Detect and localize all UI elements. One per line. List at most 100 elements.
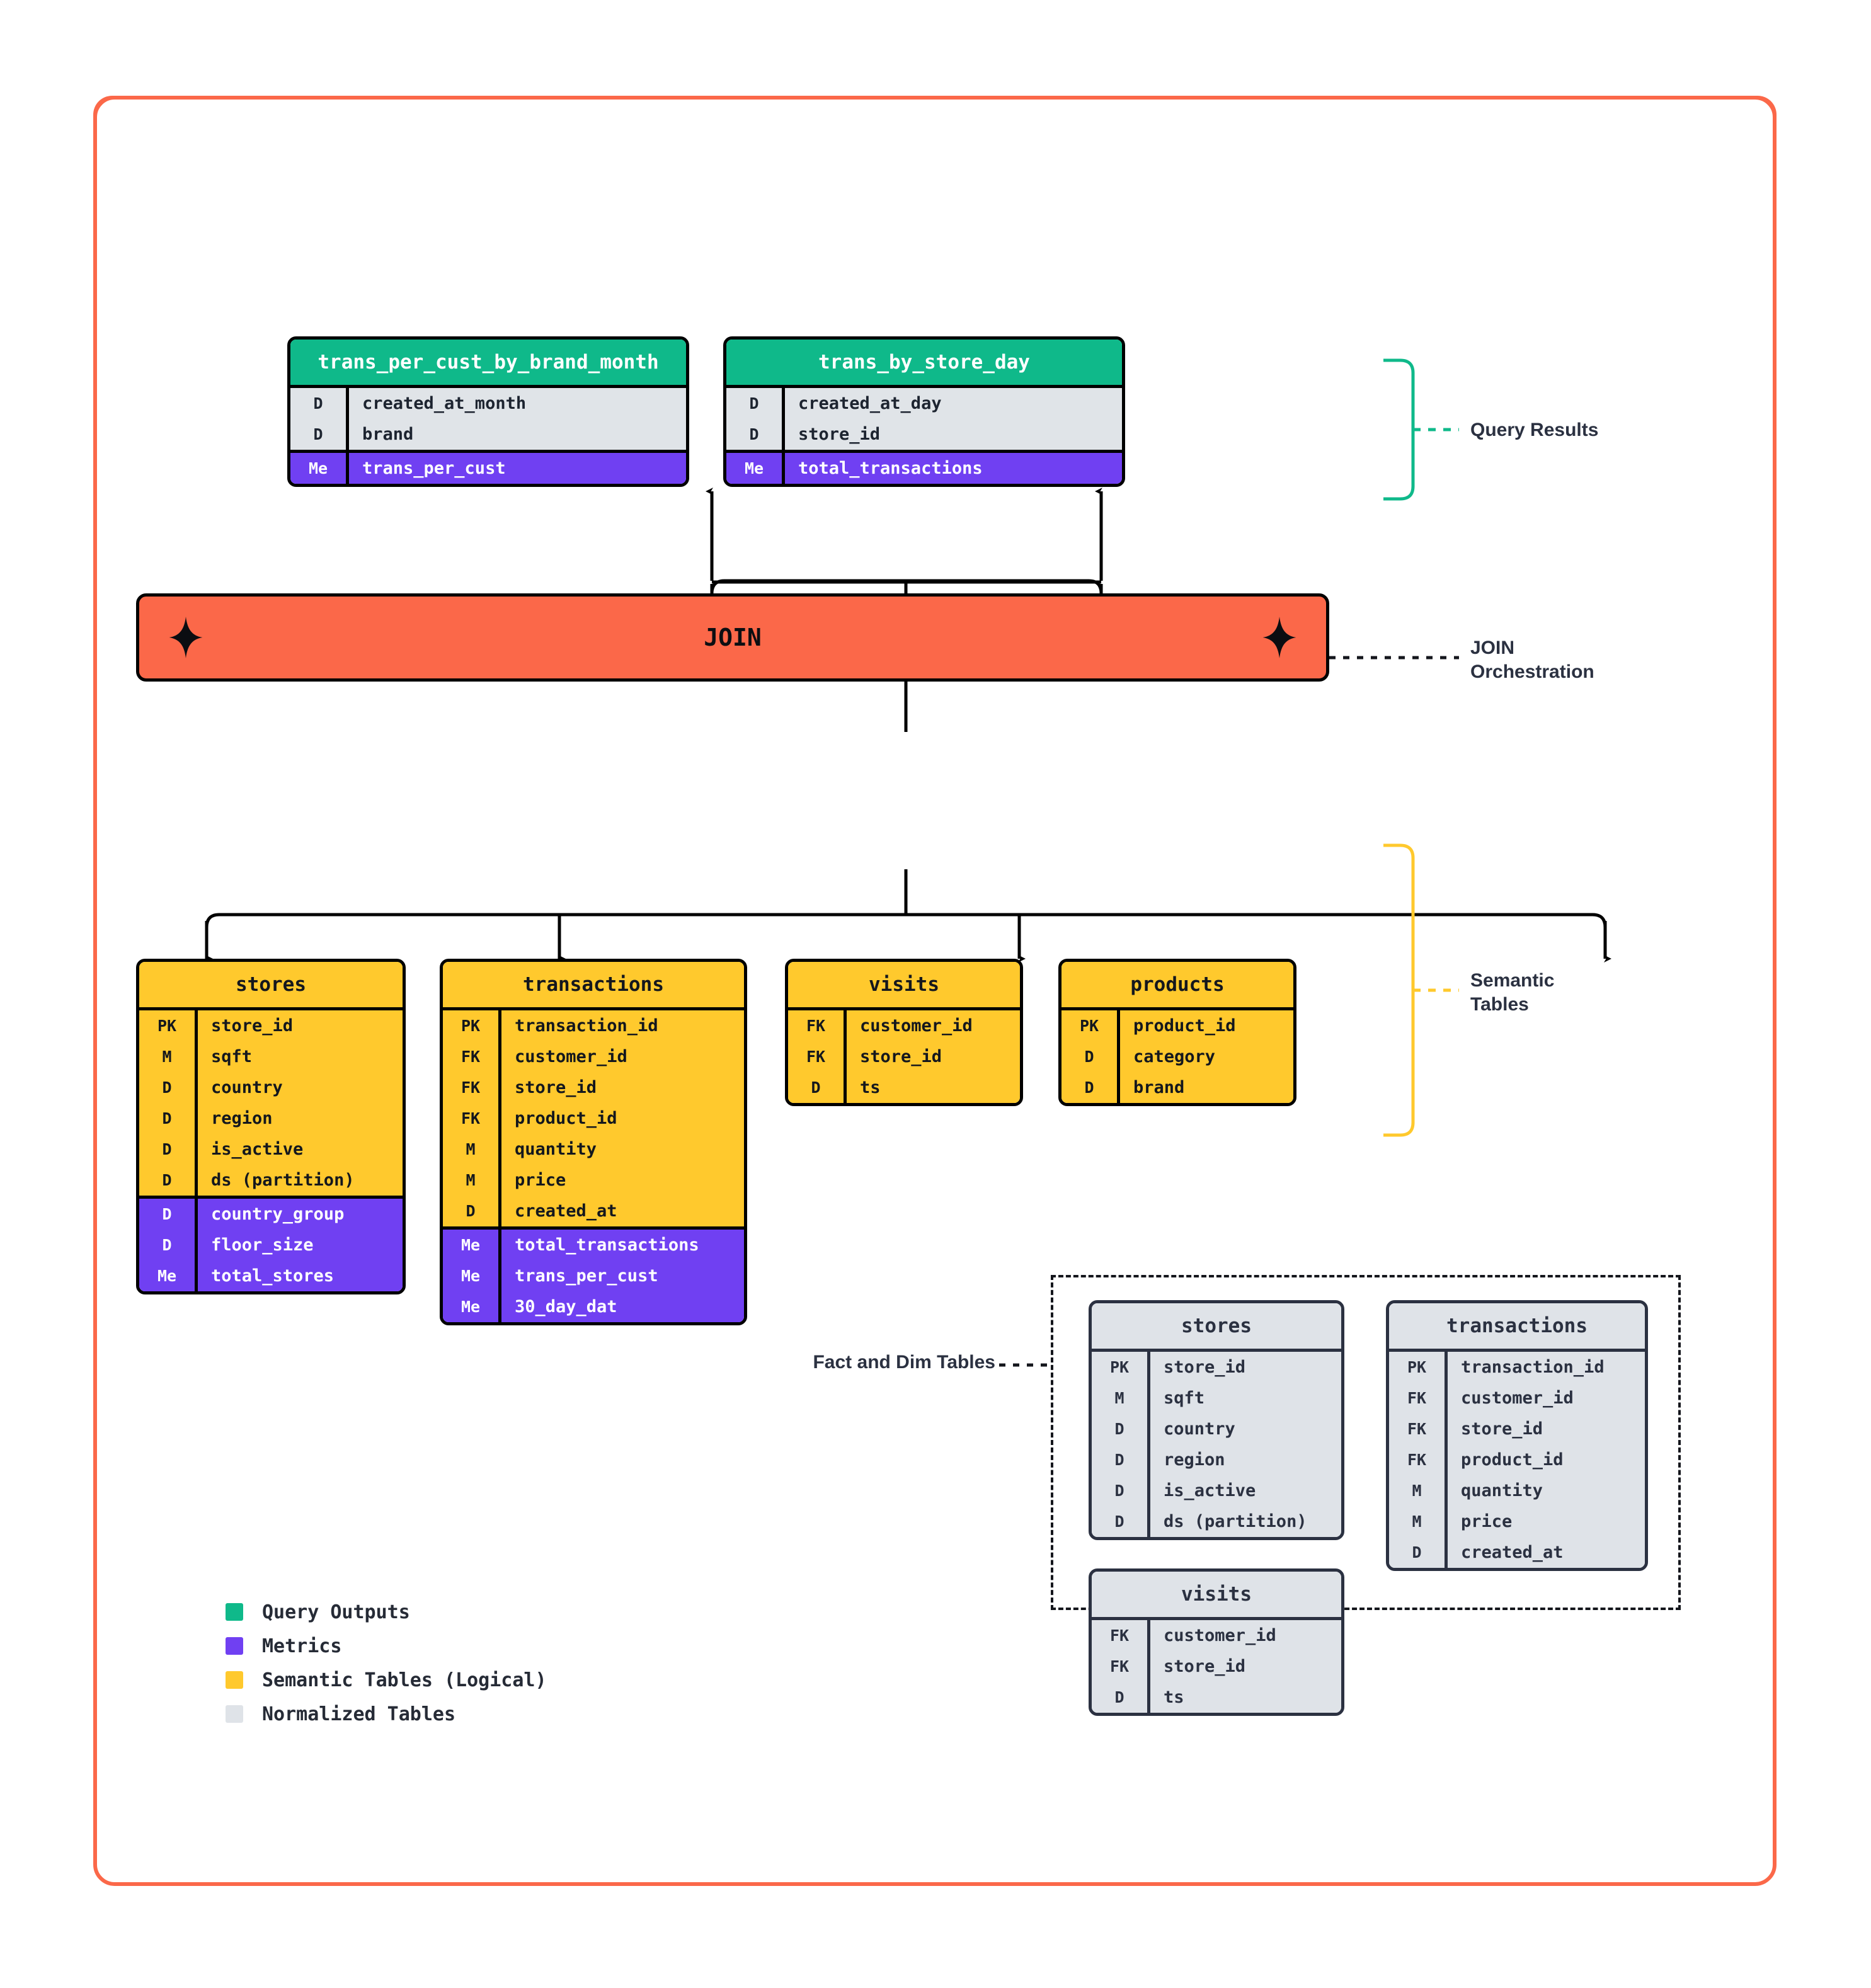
field-name: brand: [362, 425, 414, 444]
field-key: M: [1114, 1389, 1124, 1407]
annotation-query-results: Query Results: [1470, 418, 1598, 442]
annotation-fact-dim-tables: Fact and Dim Tables: [756, 1351, 995, 1374]
field-key: PK: [157, 1017, 177, 1035]
legend-label: Semantic Tables (Logical): [262, 1669, 547, 1691]
fact-dim-group: [1051, 1275, 1681, 1610]
field-name: is_active: [211, 1140, 304, 1159]
field-key: D: [1114, 1512, 1124, 1531]
table-header: stores: [139, 962, 403, 1007]
field-name: store_id: [1461, 1419, 1543, 1439]
field-key: D: [1412, 1543, 1422, 1562]
join-label: JOIN: [704, 624, 762, 651]
join-orchestration-bar[interactable]: JOIN: [136, 593, 1329, 682]
annotation-label-line2: Orchestration: [1470, 661, 1594, 682]
field-name: customer_id: [860, 1016, 973, 1036]
legend-swatch-semantic-tables: [226, 1671, 243, 1689]
field-name: customer_id: [515, 1047, 627, 1066]
field-key: D: [1084, 1078, 1094, 1097]
field-key: D: [1114, 1688, 1124, 1706]
field-name: store_id: [798, 425, 881, 444]
annotation-label-line1: JOIN: [1470, 637, 1515, 658]
field-name: country: [211, 1078, 283, 1097]
table-row: D store_id: [726, 419, 1122, 450]
field-key: D: [1114, 1420, 1124, 1438]
field-key: PK: [461, 1017, 481, 1035]
field-name: ds (partition): [211, 1170, 355, 1190]
field-key: M: [162, 1048, 172, 1066]
table-row: FK product_id: [1389, 1444, 1645, 1475]
table-row: PK product_id: [1061, 1010, 1293, 1041]
table-row: PK transaction_id: [1389, 1352, 1645, 1383]
table-row: Me trans_per_cust: [443, 1260, 744, 1291]
table-header: visits: [788, 962, 1020, 1007]
legend-item: Semantic Tables (Logical): [226, 1663, 547, 1697]
field-key: D: [162, 1078, 172, 1097]
table-header: visits: [1092, 1572, 1341, 1617]
field-name: quantity: [1461, 1481, 1543, 1500]
field-name: ts: [1164, 1688, 1184, 1707]
field-name: category: [1133, 1047, 1216, 1066]
field-key: FK: [1407, 1451, 1427, 1469]
field-name: brand: [1133, 1078, 1185, 1097]
field-key: Me: [744, 459, 764, 477]
field-key: D: [162, 1171, 172, 1189]
field-name: quantity: [515, 1140, 597, 1159]
field-name: trans_per_cust: [515, 1266, 658, 1286]
field-key: Me: [308, 459, 328, 477]
field-name: ds (partition): [1164, 1512, 1307, 1531]
field-name: country: [1164, 1419, 1235, 1439]
field-key: FK: [806, 1017, 826, 1035]
field-key: PK: [1407, 1358, 1427, 1376]
table-header: transactions: [1389, 1303, 1645, 1349]
field-name: total_stores: [211, 1266, 335, 1286]
field-name: created_at_day: [798, 394, 942, 413]
field-name: total_transactions: [515, 1235, 699, 1255]
query-result-table: trans_per_cust_by_brand_month D created_…: [287, 336, 689, 487]
field-name: sqft: [1164, 1388, 1205, 1408]
field-name: floor_size: [211, 1235, 314, 1255]
sparkle-diamond-icon: [169, 617, 203, 658]
legend-item: Metrics: [226, 1629, 547, 1663]
field-name: product_id: [1133, 1016, 1236, 1036]
table-row: FK customer_id: [788, 1010, 1020, 1041]
field-key: M: [1412, 1512, 1422, 1531]
field-name: created_at: [1461, 1543, 1564, 1562]
field-name: product_id: [515, 1109, 617, 1128]
field-key: D: [162, 1236, 172, 1254]
field-key: FK: [461, 1109, 481, 1128]
table-row: D created_at_day: [726, 388, 1122, 419]
field-name: is_active: [1164, 1481, 1256, 1500]
field-name: customer_id: [1164, 1626, 1276, 1645]
field-key: PK: [1079, 1017, 1099, 1035]
field-name: product_id: [1461, 1450, 1564, 1470]
field-key: Me: [461, 1267, 481, 1285]
field-key: FK: [806, 1048, 826, 1066]
field-name: transaction_id: [1461, 1357, 1605, 1377]
